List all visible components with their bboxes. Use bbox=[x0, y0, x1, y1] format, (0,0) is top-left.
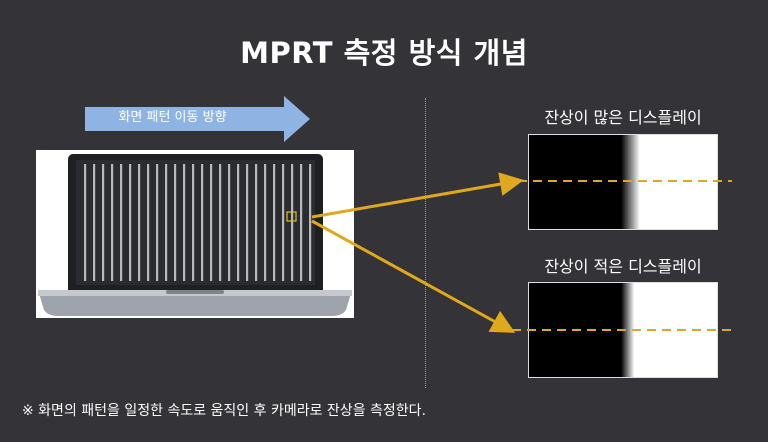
laptop-illustration bbox=[38, 154, 352, 316]
panel-label-high-blur: 잔상이 많은 디스플레이 bbox=[544, 108, 702, 127]
section-divider bbox=[425, 98, 426, 388]
screen-stripe bbox=[156, 164, 159, 281]
screen-stripe bbox=[102, 164, 105, 281]
pointer-line-lower bbox=[311, 219, 516, 333]
screen-stripe bbox=[165, 164, 168, 281]
screen-stripe bbox=[237, 164, 240, 281]
screen-stripe bbox=[129, 164, 132, 281]
screen-stripe bbox=[183, 164, 186, 281]
screen-stripe bbox=[192, 164, 195, 281]
screen-stripe bbox=[111, 164, 114, 281]
footnote: ※ 화면의 패턴을 일정한 속도로 움직인 후 카메라로 잔상을 측정한다. bbox=[22, 403, 426, 419]
screen-stripe bbox=[255, 164, 258, 281]
direction-arrow-label: 화면 패턴 이동 방향 bbox=[118, 110, 227, 125]
screen-stripe bbox=[201, 164, 204, 281]
laptop-photo bbox=[36, 150, 354, 318]
screen-stripe bbox=[273, 164, 276, 281]
screen-stripe bbox=[219, 164, 222, 281]
screen-stripe bbox=[147, 164, 150, 281]
screen-stripe bbox=[309, 164, 312, 281]
screen-stripe bbox=[264, 164, 267, 281]
screen-stripe bbox=[138, 164, 141, 281]
screen-stripe bbox=[174, 164, 177, 281]
screen-stripe bbox=[291, 164, 294, 281]
panel-label-low-blur: 잔상이 적은 디스플레이 bbox=[544, 257, 702, 276]
pointer-line-upper bbox=[311, 172, 524, 219]
screen-stripe bbox=[282, 164, 285, 281]
screen-stripe bbox=[210, 164, 213, 281]
screen-stripe bbox=[84, 164, 87, 281]
screen-stripe bbox=[246, 164, 249, 281]
direction-arrow bbox=[85, 96, 310, 142]
screen-stripe bbox=[93, 164, 96, 281]
screen-stripe bbox=[120, 164, 123, 281]
screen-stripe bbox=[228, 164, 231, 281]
diagram-title: MPRT 측정 방식 개념 bbox=[240, 36, 528, 70]
screen-stripe bbox=[300, 164, 303, 281]
